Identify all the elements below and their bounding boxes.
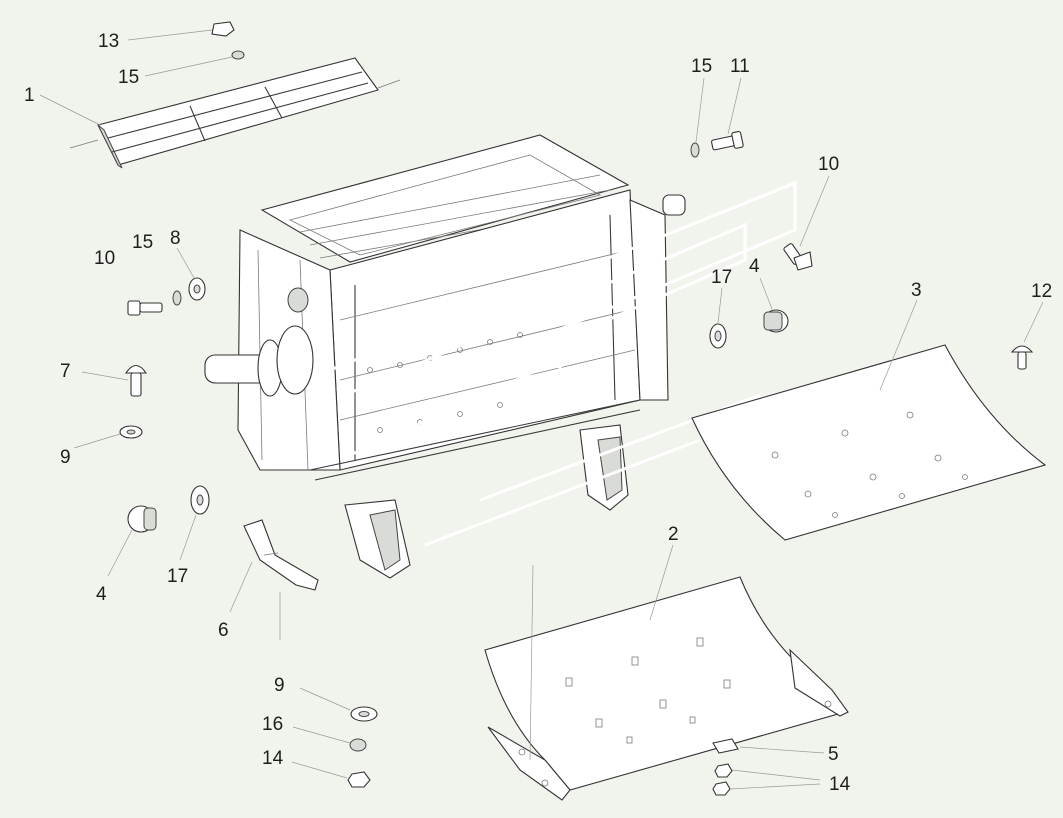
callout-4: 4 bbox=[96, 584, 107, 605]
part-9-washer-bottom bbox=[350, 706, 378, 722]
callout-9: 9 bbox=[274, 675, 285, 696]
part-10-bolt-right bbox=[783, 243, 813, 271]
part-4-plug-right bbox=[763, 309, 789, 333]
part-9-washer-left bbox=[119, 425, 143, 439]
callout-15: 15 bbox=[691, 56, 712, 77]
callout-9: 9 bbox=[60, 447, 71, 468]
part-15-washer-right bbox=[690, 142, 700, 158]
callout-8: 8 bbox=[170, 228, 181, 249]
part-3-curved-shield bbox=[691, 344, 1047, 541]
part-14-nut-right bbox=[712, 763, 733, 796]
part-7-bolt bbox=[124, 364, 148, 397]
part-15-washer-top bbox=[231, 50, 245, 60]
callout-15: 15 bbox=[118, 67, 139, 88]
part-16-washer bbox=[349, 738, 367, 752]
callout-10: 10 bbox=[94, 248, 115, 269]
callout-11: 11 bbox=[730, 56, 750, 77]
part-11-bolt bbox=[711, 130, 744, 151]
callout-14: 14 bbox=[262, 748, 284, 769]
part-8-washer bbox=[188, 277, 206, 301]
callout-7: 7 bbox=[60, 361, 71, 382]
part-14-nut-bottom bbox=[347, 771, 371, 788]
callout-3: 3 bbox=[911, 280, 922, 301]
part-17-washer-left bbox=[190, 485, 210, 515]
callout-labels: 13 15 1 15 11 10 10 15 8 17 4 3 12 7 9 4… bbox=[24, 31, 1052, 795]
part-12-bolt bbox=[1010, 345, 1034, 370]
callout-2: 2 bbox=[668, 524, 679, 545]
callout-6: 6 bbox=[218, 620, 229, 641]
part-5-plate bbox=[712, 738, 739, 754]
callout-16: 16 bbox=[262, 714, 283, 735]
callout-1: 1 bbox=[24, 85, 35, 106]
part-4-plug-left bbox=[127, 505, 157, 533]
callout-10: 10 bbox=[818, 154, 839, 175]
callout-5: 5 bbox=[828, 744, 839, 765]
part-2-trough-shield bbox=[484, 576, 849, 801]
callout-17: 17 bbox=[167, 566, 188, 587]
part-1-frame-rail bbox=[69, 57, 401, 169]
part-15-washer-left bbox=[172, 290, 182, 306]
callout-12: 12 bbox=[1031, 281, 1052, 302]
callout-14: 14 bbox=[829, 774, 851, 795]
callout-17: 17 bbox=[711, 267, 732, 288]
leader-lines bbox=[39, 29, 1044, 790]
part-10-bolt-left bbox=[127, 300, 163, 316]
callout-4: 4 bbox=[749, 256, 760, 277]
part-6-bracket bbox=[243, 519, 319, 591]
part-17-washer-right bbox=[709, 323, 727, 349]
part-13-nut bbox=[211, 21, 235, 37]
callout-13: 13 bbox=[98, 31, 119, 52]
callout-15: 15 bbox=[132, 232, 153, 253]
machine-body bbox=[204, 134, 686, 579]
